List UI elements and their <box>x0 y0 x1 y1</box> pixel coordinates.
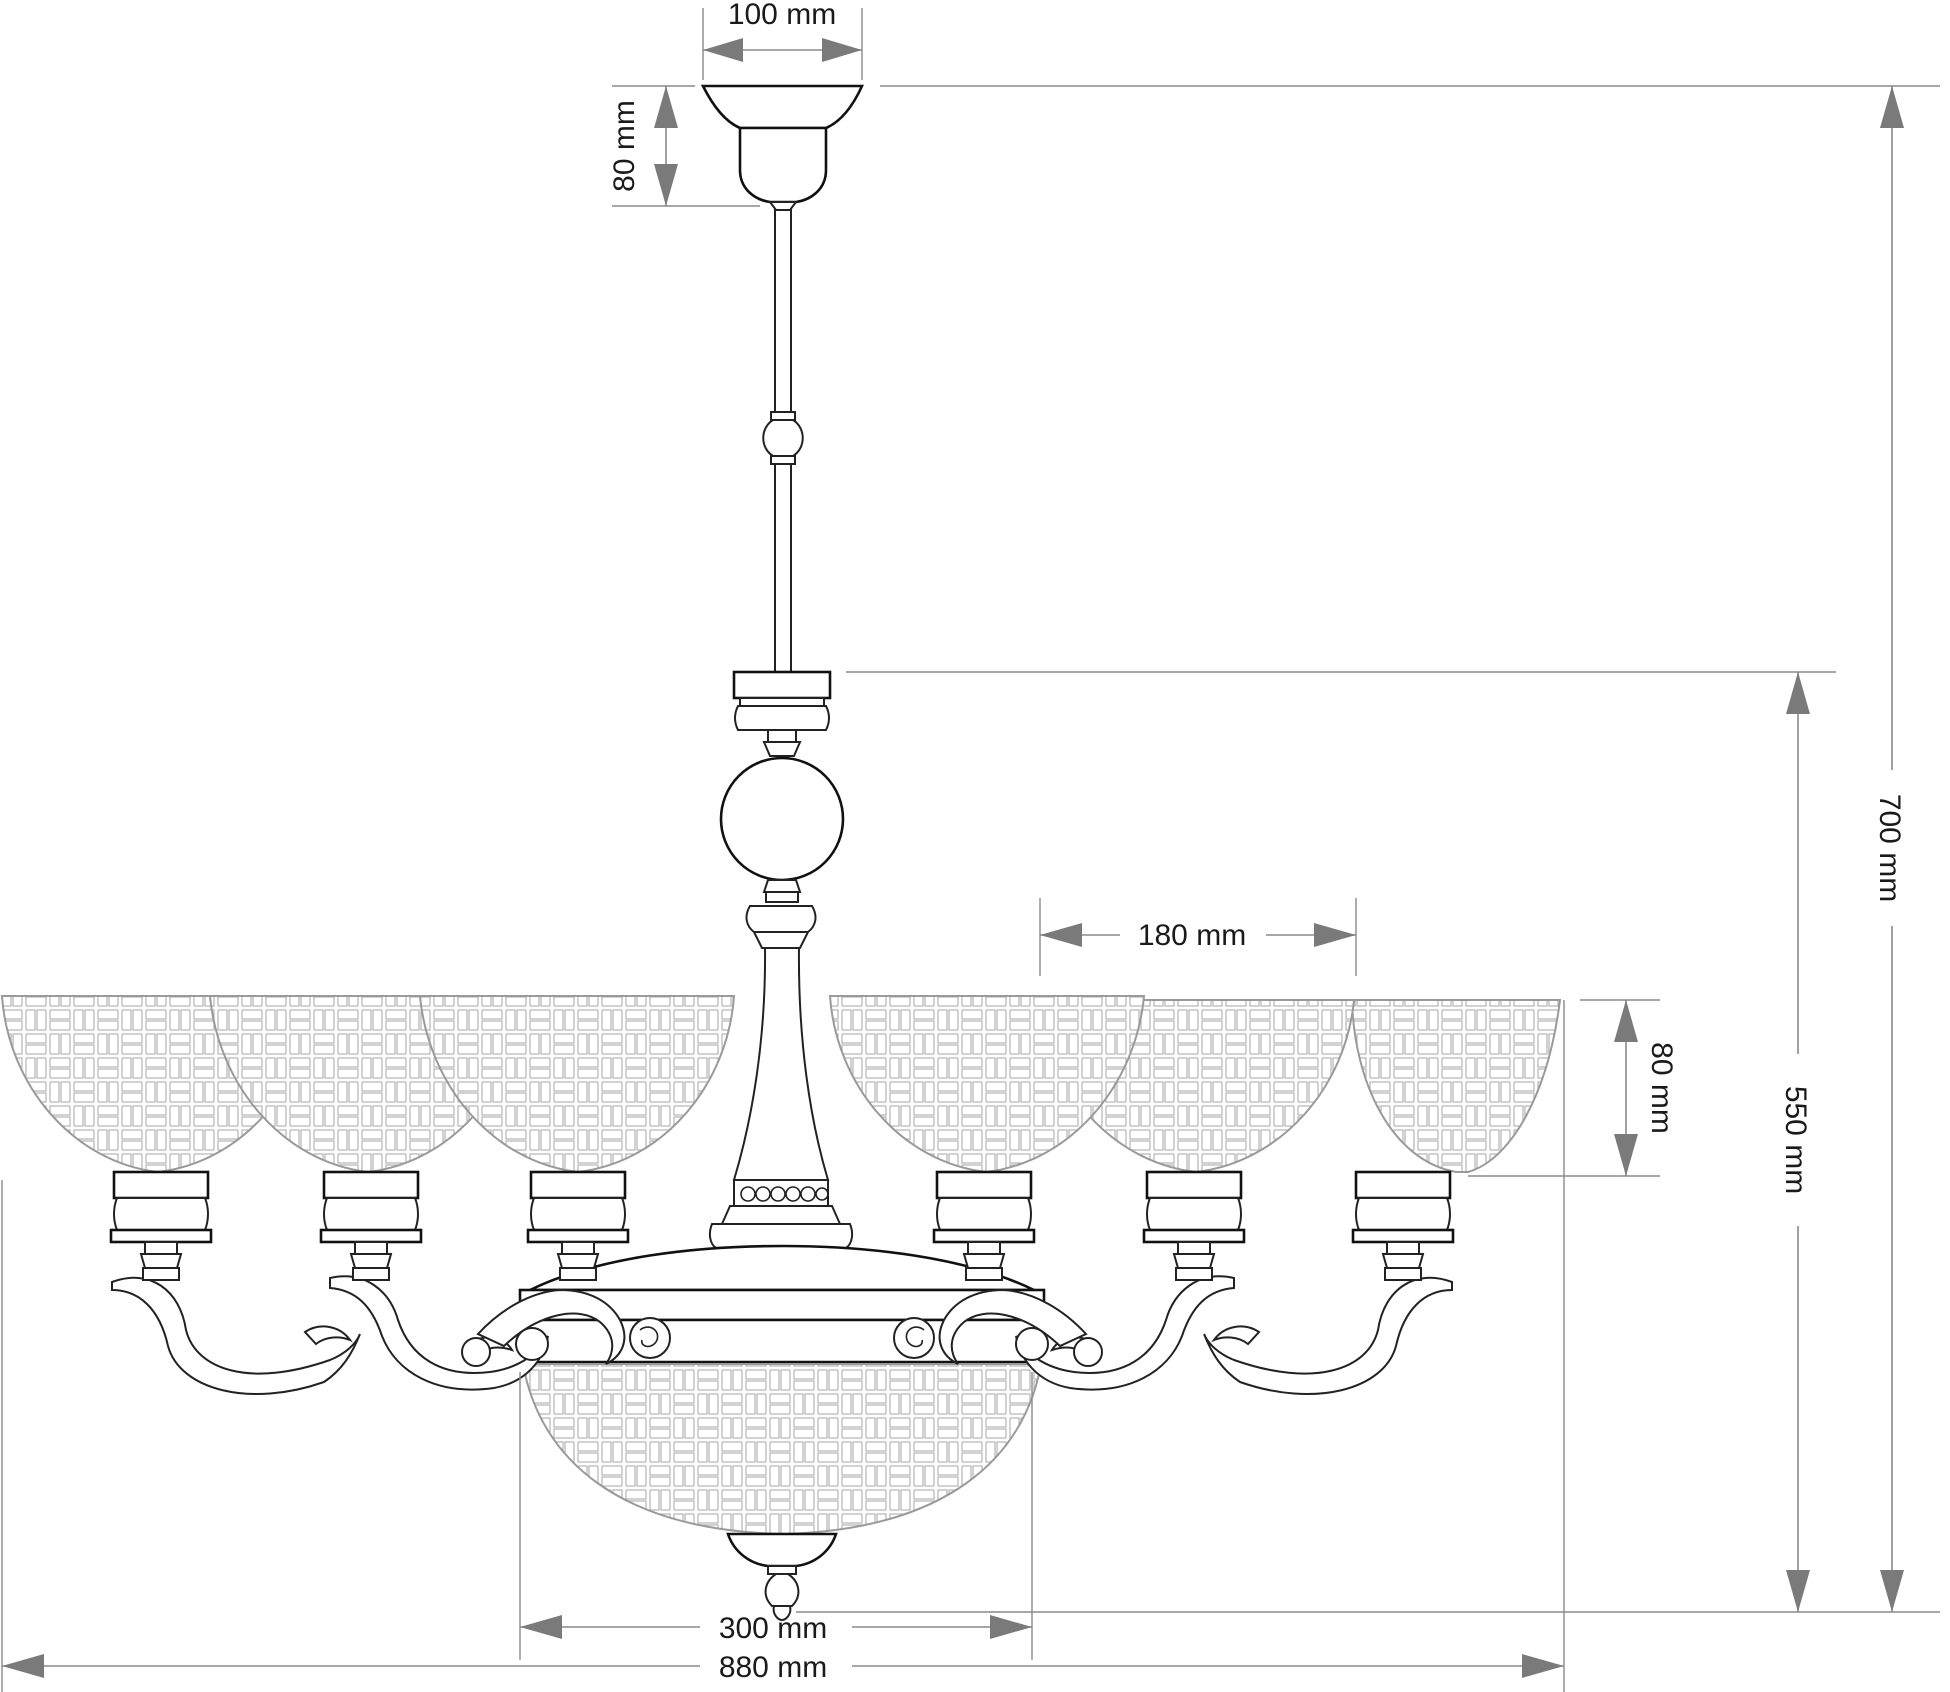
dimension-label-canopy-height: 80 mm <box>608 100 641 192</box>
lamp-holder-6 <box>1351 1170 1455 1281</box>
arrow-right-icon <box>822 38 862 62</box>
arrow-up-icon <box>654 86 678 128</box>
dimension-label-shade-height: 80 mm <box>1645 1042 1678 1134</box>
dimension-label-bowl-width: 300 mm <box>719 1612 827 1645</box>
lamp-holder-4 <box>932 1170 1036 1281</box>
arrow-right-icon <box>1314 923 1356 947</box>
arrow-up-icon <box>1786 672 1810 714</box>
dimension-bowl-width: 300 mm <box>519 1372 1033 1660</box>
lamp-holder-5 <box>1142 1170 1246 1281</box>
dimension-canopy-width: 100 mm <box>702 0 863 80</box>
arm-right-inner <box>893 1288 1103 1367</box>
dimension-label-body-height: 550 mm <box>1779 1086 1812 1194</box>
upper-collar <box>732 670 832 757</box>
shade-6 <box>1350 999 1562 1173</box>
dimension-label-total-height: 700 mm <box>1873 794 1906 902</box>
dimension-total-height: 700 mm <box>880 85 1940 1612</box>
dimension-canopy-height: 80 mm <box>608 85 760 207</box>
shade-3 <box>418 995 736 1174</box>
bead-row <box>740 1186 829 1202</box>
arrow-left-icon <box>2 1654 44 1678</box>
arm-right-outer <box>1203 1276 1453 1395</box>
dimension-shade-width: 180 mm <box>1039 898 1357 976</box>
arrow-down-icon <box>1614 1134 1638 1176</box>
suspension-rod <box>762 209 804 673</box>
lamp-holder-1 <box>109 1170 213 1281</box>
chandelier <box>0 84 1562 1622</box>
lamp-holder-2 <box>319 1170 423 1281</box>
shade-4 <box>828 995 1146 1174</box>
dimension-label-canopy-width: 100 mm <box>728 0 836 31</box>
center-column <box>708 879 854 1249</box>
ceiling-canopy <box>700 84 865 211</box>
arm-left-outer <box>111 1276 361 1395</box>
arrow-left-icon <box>520 1615 562 1639</box>
arm-left-inner <box>461 1288 671 1367</box>
dimension-total-width: 880 mm <box>1 1000 1565 1692</box>
bottom-bowl <box>521 1363 1043 1622</box>
arrow-right-icon <box>1522 1654 1564 1678</box>
dimension-shade-height: 80 mm <box>1468 999 1678 1177</box>
arrow-right-icon <box>990 1615 1032 1639</box>
arrow-left-icon <box>1040 923 1082 947</box>
lamp-holder-3 <box>526 1170 630 1281</box>
arrow-left-icon <box>703 38 743 62</box>
dimension-label-shade-width: 180 mm <box>1138 919 1246 952</box>
dimension-label-total-width: 880 mm <box>719 1651 827 1684</box>
arrow-up-icon <box>1614 1000 1638 1042</box>
decorative-ball <box>719 756 845 882</box>
arrow-down-icon <box>1880 1570 1904 1612</box>
arrow-up-icon <box>1880 86 1904 128</box>
lamp-holders <box>109 1170 1455 1281</box>
arrow-down-icon <box>1786 1570 1810 1612</box>
dimension-body-height: 550 mm <box>846 671 1836 1612</box>
arrow-down-icon <box>654 164 678 206</box>
